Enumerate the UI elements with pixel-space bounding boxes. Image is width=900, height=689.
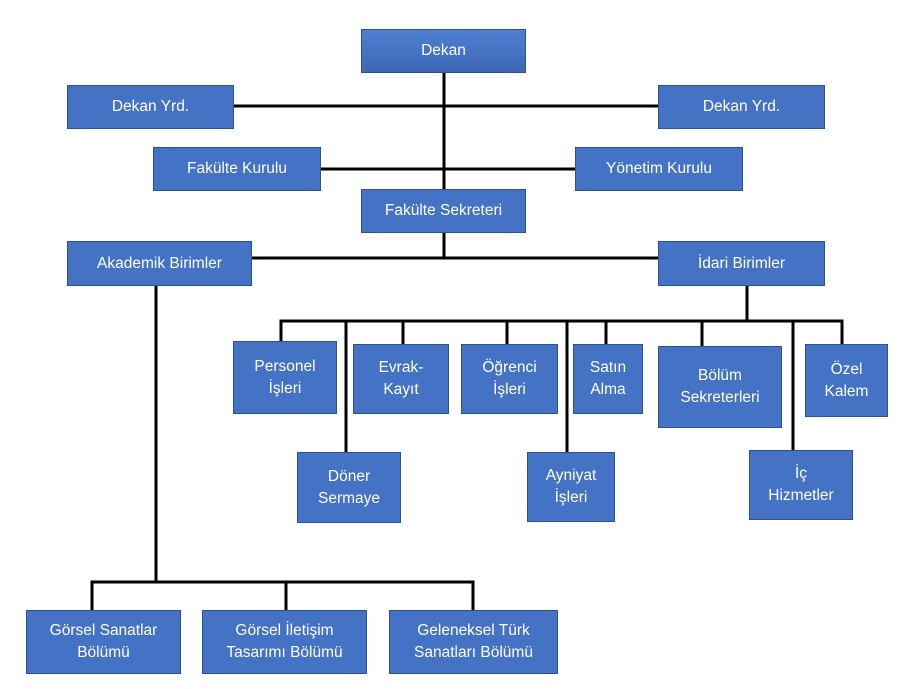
academic-units-box: Akademik Birimler bbox=[67, 241, 252, 286]
dean-box: Dekan bbox=[361, 29, 526, 73]
purchasing-box: Satın Alma bbox=[573, 344, 643, 414]
deputy-dean-left-label: Dekan Yrd. bbox=[111, 98, 190, 115]
management-board-box: Yönetim Kurulu bbox=[575, 147, 743, 191]
visual-arts-department-label: Görsel Sanatlar Bölümü bbox=[49, 622, 158, 661]
internal-services-label: İç Hizmetler bbox=[768, 465, 834, 504]
visual-communication-department-label: Görsel İletişim Tasarımı Bölümü bbox=[226, 622, 343, 661]
internal-services-box: İç Hizmetler bbox=[749, 450, 853, 520]
private-office-label: Özel Kalem bbox=[824, 360, 869, 400]
personnel-affairs-box: Personel İşleri bbox=[233, 341, 337, 414]
visual-communication-department-box: Görsel İletişim Tasarımı Bölümü bbox=[202, 610, 367, 674]
traditional-turkish-arts-department-box: Geleneksel Türk Sanatları Bölümü bbox=[389, 610, 558, 674]
student-affairs-box: Öğrenci İşleri bbox=[461, 344, 558, 414]
purchasing-label: Satın Alma bbox=[589, 359, 627, 398]
deputy-dean-left-box: Dekan Yrd. bbox=[67, 85, 234, 129]
faculty-board-label: Fakülte Kurulu bbox=[187, 160, 287, 177]
private-office-box: Özel Kalem bbox=[805, 344, 888, 417]
academic-units-label: Akademik Birimler bbox=[97, 254, 222, 272]
document-registry-box: Evrak- Kayıt bbox=[353, 344, 449, 414]
deputy-dean-right-label: Dekan Yrd. bbox=[702, 98, 781, 115]
document-registry-label: Evrak- Kayıt bbox=[378, 359, 424, 398]
management-board-label: Yönetim Kurulu bbox=[606, 160, 712, 177]
faculty-secretary-label: Fakülte Sekreteri bbox=[384, 202, 503, 219]
inventory-affairs-label: Ayniyat İşleri bbox=[545, 467, 597, 506]
visual-arts-department-box: Görsel Sanatlar Bölümü bbox=[26, 610, 181, 674]
revolving-fund-label: Döner Sermaye bbox=[317, 467, 381, 507]
student-affairs-label: Öğrenci İşleri bbox=[482, 359, 537, 398]
department-secretaries-box: Bölüm Sekreterleri bbox=[658, 346, 782, 428]
deputy-dean-right-box: Dekan Yrd. bbox=[658, 85, 825, 129]
traditional-turkish-arts-department-label: Geleneksel Türk Sanatları Bölümü bbox=[414, 622, 533, 661]
dean-label: Dekan bbox=[421, 42, 466, 59]
revolving-fund-box: Döner Sermaye bbox=[297, 452, 401, 523]
department-secretaries-label: Bölüm Sekreterleri bbox=[680, 367, 760, 406]
administrative-units-label: İdari Birimler bbox=[698, 254, 785, 272]
administrative-units-box: İdari Birimler bbox=[658, 241, 825, 286]
faculty-board-box: Fakülte Kurulu bbox=[153, 147, 321, 191]
faculty-secretary-box: Fakülte Sekreteri bbox=[361, 189, 526, 233]
inventory-affairs-box: Ayniyat İşleri bbox=[527, 452, 615, 522]
personnel-affairs-label: Personel İşleri bbox=[254, 357, 316, 397]
